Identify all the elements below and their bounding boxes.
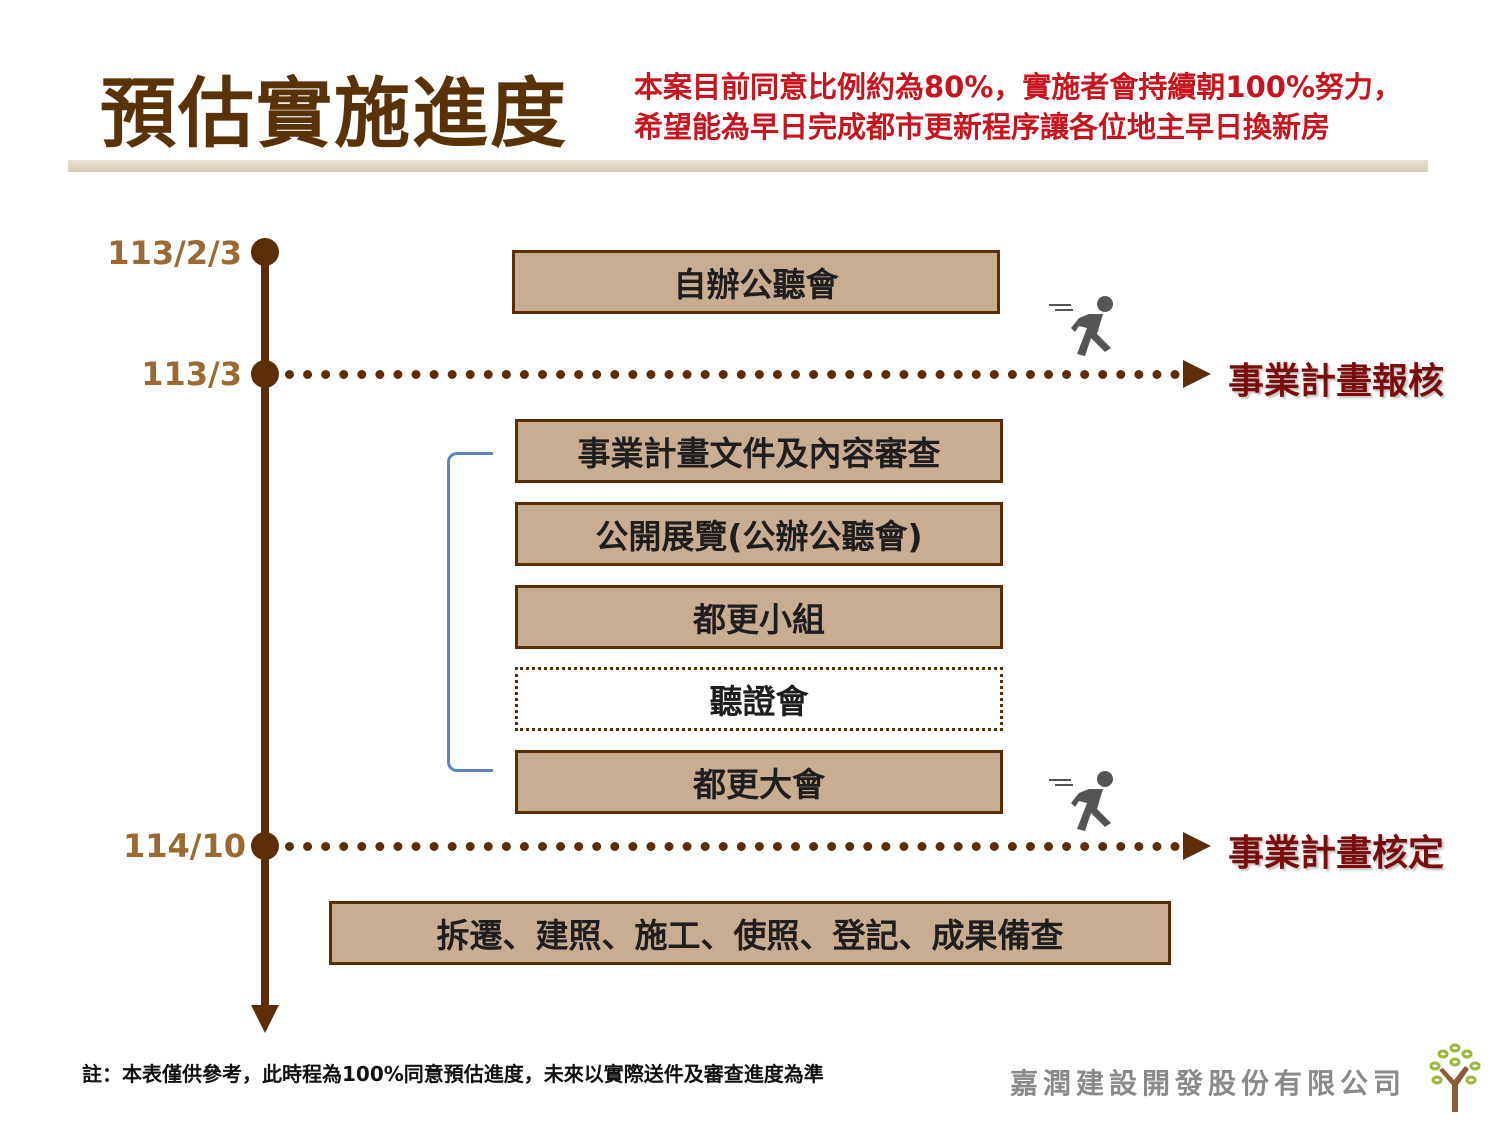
step-box: 公開展覽(公辦公聽會) xyxy=(515,502,1003,566)
dotted-arrow-line xyxy=(285,370,1180,379)
subtitle-line-2: 希望能為早日完成都市更新程序讓各位地主早日換新房 xyxy=(634,110,1331,144)
arrow-right-icon xyxy=(1183,360,1211,388)
running-person-icon xyxy=(1049,296,1113,356)
subtitle-line-1: 本案目前同意比例約為80%，實施者會持續朝100%努力， xyxy=(634,70,1403,104)
dotted-arrow-line xyxy=(285,842,1180,851)
footnote: 註：本表僅供參考，此時程為100%同意預估進度，未來以實際送件及審查進度為準 xyxy=(82,1062,824,1086)
timeline-dot xyxy=(251,360,279,388)
company-name: 嘉潤建設開發股份有限公司 xyxy=(1010,1067,1407,1100)
timeline-dot xyxy=(251,832,279,860)
timeline-dot xyxy=(251,238,279,266)
date-label: 113/3 xyxy=(141,355,242,393)
arrow-down-icon xyxy=(251,1005,279,1033)
date-label: 114/10 xyxy=(122,827,246,865)
timeline-axis xyxy=(261,250,269,1015)
step-box: 都更大會 xyxy=(515,750,1003,814)
running-person-icon xyxy=(1049,771,1113,831)
divider xyxy=(68,160,1428,172)
group-bracket xyxy=(447,452,493,772)
milestone-label: 事業計畫報核 xyxy=(1228,361,1445,402)
step-box: 都更小組 xyxy=(515,585,1003,649)
milestone-label: 事業計畫核定 xyxy=(1228,833,1445,874)
step-box-optional: 聽證會 xyxy=(515,667,1003,731)
tree-logo-icon xyxy=(1429,1043,1481,1112)
date-label: 113/2/3 xyxy=(107,234,242,272)
step-box: 事業計畫文件及內容審查 xyxy=(515,419,1003,483)
step-box: 自辦公聽會 xyxy=(512,250,1000,314)
arrow-right-icon xyxy=(1183,832,1211,860)
step-box: 拆遷、建照、施工、使照、登記、成果備查 xyxy=(329,901,1171,965)
page-title: 預估實施進度 xyxy=(100,69,568,158)
